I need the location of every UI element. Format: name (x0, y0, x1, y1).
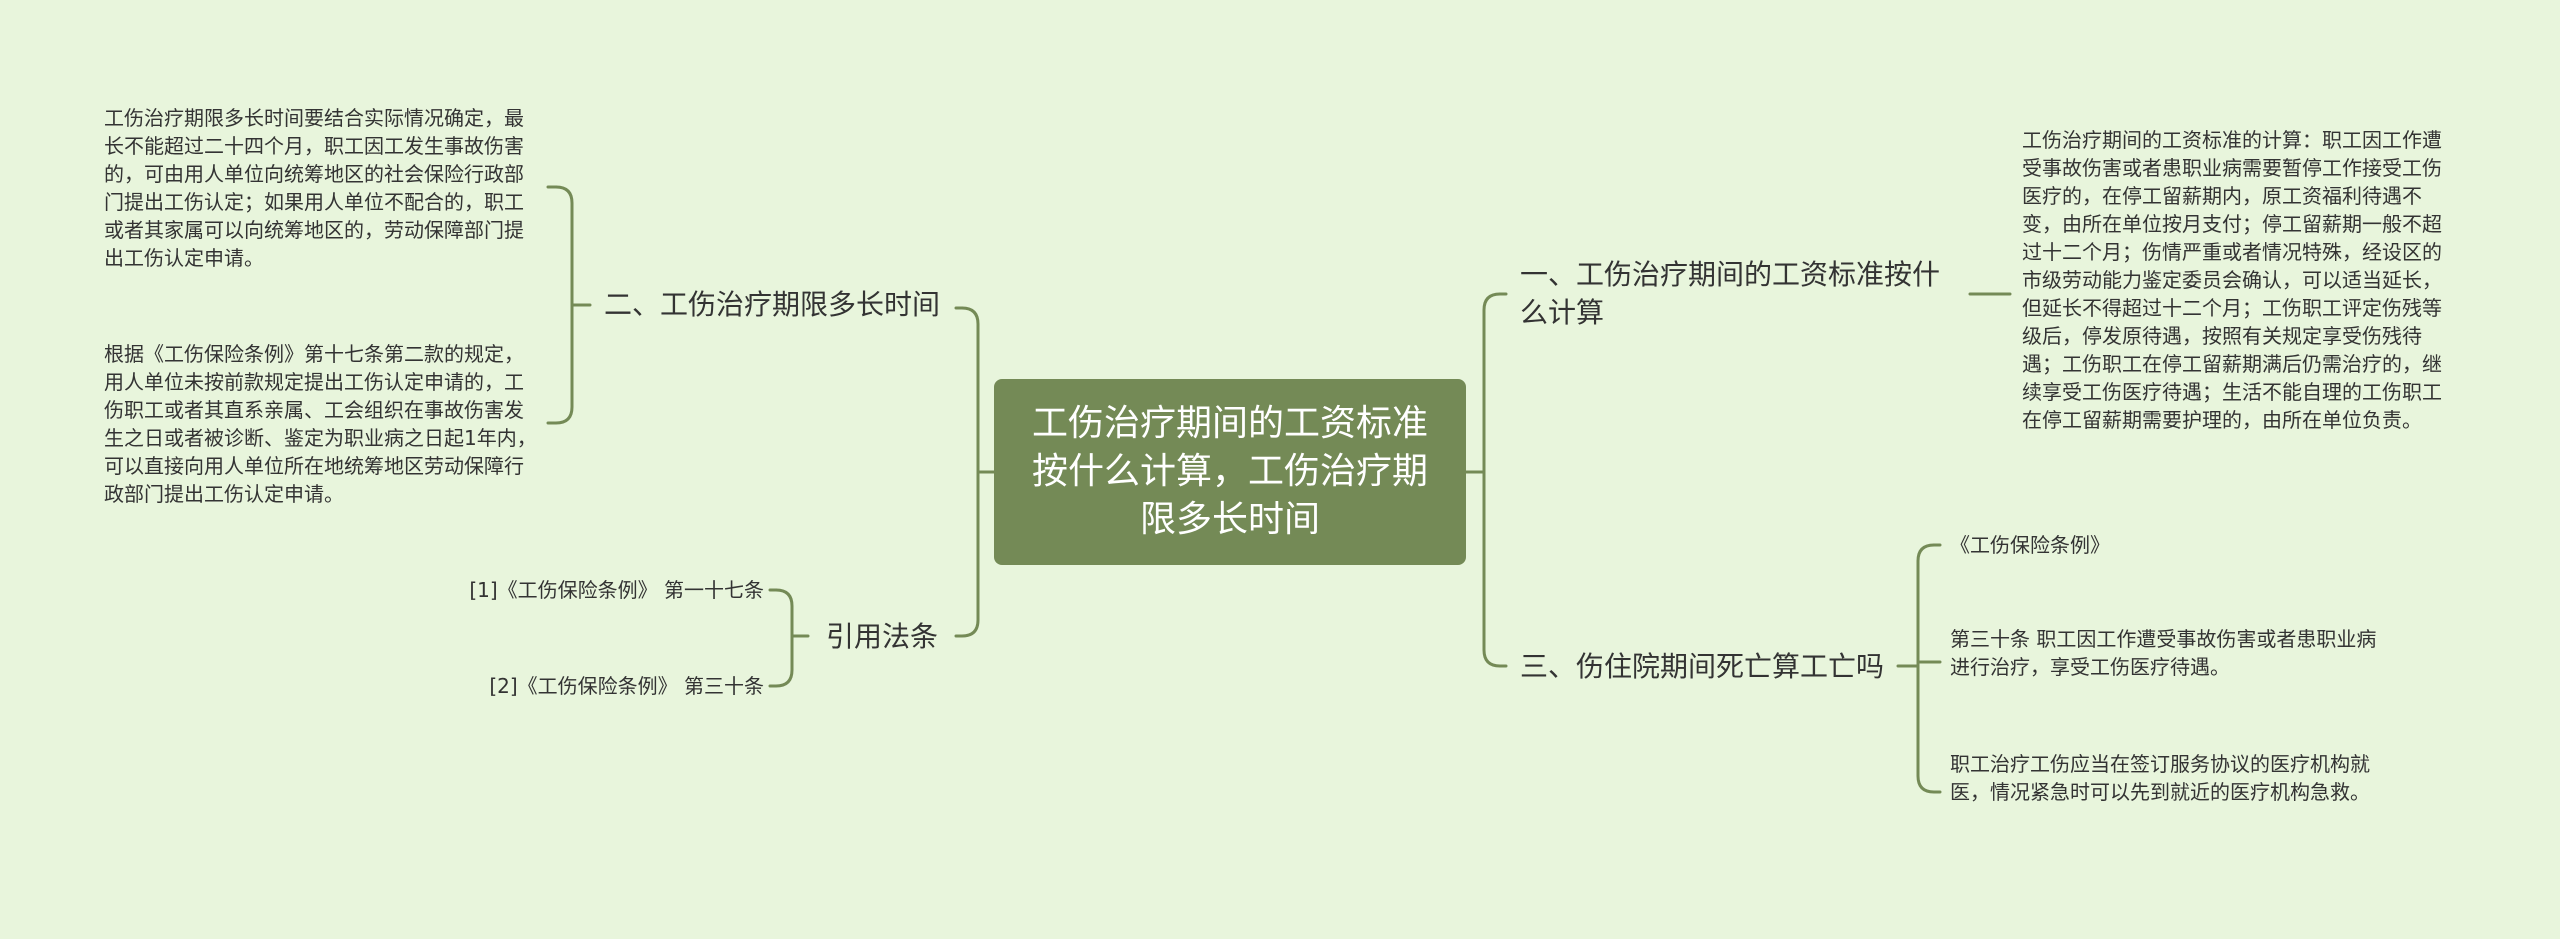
leaf-period-determination[interactable]: 工伤治疗期限多长时间要结合实际情况确定，最长不能超过二十四个月，职工因工发生事故… (104, 106, 524, 270)
branch-wage-standard[interactable]: 一、工伤治疗期间的工资标准按什么计算 (1520, 258, 1941, 329)
branch-label: 二、工伤治疗期限多长时间 (604, 288, 941, 321)
connector-right-trunk (1482, 292, 1508, 668)
branch-hospital-death[interactable]: 三、伤住院期间死亡算工亡吗 (1520, 650, 1885, 683)
leaf-medical-institution[interactable]: 职工治疗工伤应当在签订服务协议的医疗机构就医，情况紧急时可以先到就近的医疗机构急… (1950, 752, 2370, 804)
leaf-regulation-article-17[interactable]: 根据《工伤保险条例》第十七条第二款的规定，用人单位未按前款规定提出工伤认定申请的… (104, 342, 537, 506)
branch-max-treatment-period[interactable]: 二、工伤治疗期限多长时间 (604, 286, 940, 324)
root-title: 工伤治疗期间的工资标准按什么计算，工伤治疗期限多长时间 (1031, 403, 1428, 540)
branch-citations[interactable]: 引用法条 (826, 620, 939, 653)
leaf-article-30[interactable]: 第三十条 职工因工作遭受事故伤害或者患职业病进行治疗，享受工伤医疗待遇。 (1950, 627, 2377, 679)
citation-item-2[interactable]: [2]《工伤保险条例》 第三十条 (489, 674, 764, 698)
connector-left-trunk (954, 306, 980, 638)
citation-item-1[interactable]: [1]《工伤保险条例》 第一十七条 (469, 578, 764, 602)
leaf-regulation-title[interactable]: 《工伤保险条例》 (1950, 533, 2110, 557)
leaf-wage-calculation[interactable]: 工伤治疗期间的工资标准的计算：职工因工作遭受事故伤害或者患职业病需要暂停工作接受… (2022, 128, 2442, 432)
root-topic[interactable]: 工伤治疗期间的工资标准按什么计算，工伤治疗期限多长时间 (994, 379, 1466, 565)
